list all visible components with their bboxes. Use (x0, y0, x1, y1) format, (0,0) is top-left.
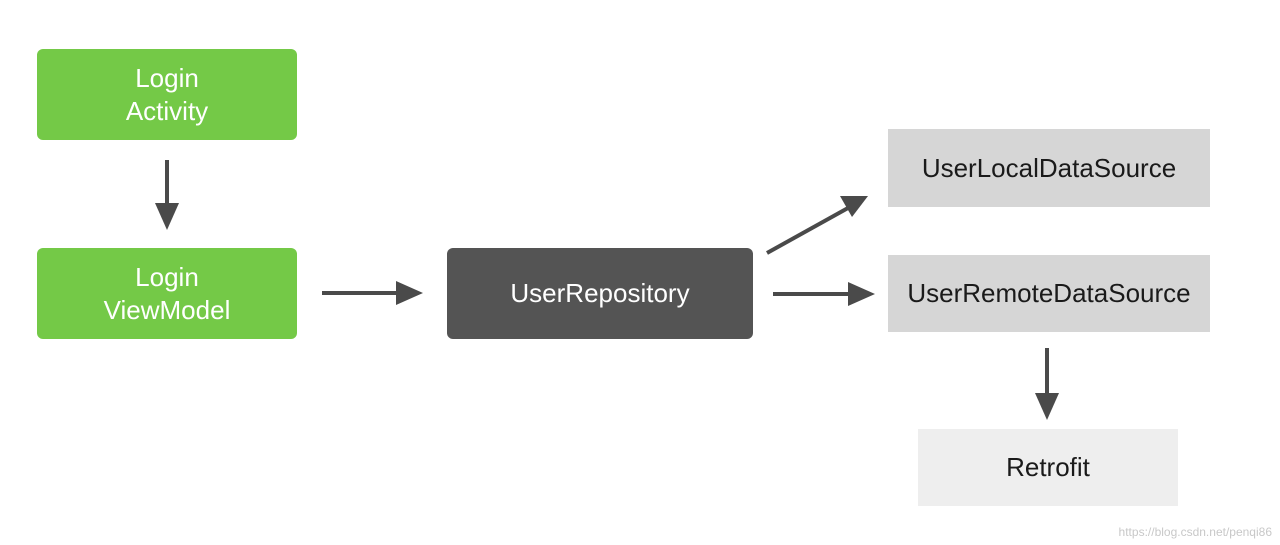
node-login-viewmodel-label: Login ViewModel (103, 261, 231, 325)
node-user-remote-data-source: UserRemoteDataSource (888, 255, 1210, 332)
arrow-repository-to-local (766, 196, 868, 255)
node-user-local-label: UserLocalDataSource (921, 152, 1177, 183)
node-user-local-data-source: UserLocalDataSource (888, 129, 1210, 207)
node-user-repository-label: UserRepository (510, 278, 690, 308)
arrow-remote-to-retrofit (1035, 348, 1059, 420)
node-user-repository: UserRepository (447, 248, 753, 339)
arrow-repository-to-remote (773, 282, 875, 306)
node-user-remote-label: UserRemoteDataSource (907, 278, 1191, 308)
node-retrofit-label: Retrofit (1006, 452, 1090, 482)
node-retrofit: Retrofit (918, 429, 1178, 506)
arrow-viewmodel-to-repository (322, 281, 423, 305)
watermark: https://blog.csdn.net/penqi86 (1118, 525, 1272, 539)
arrow-activity-to-viewmodel (155, 160, 179, 230)
node-login-activity: Login Activity (37, 49, 297, 140)
node-login-viewmodel: Login ViewModel (37, 248, 297, 339)
node-login-activity-label: Login Activity (125, 62, 209, 126)
